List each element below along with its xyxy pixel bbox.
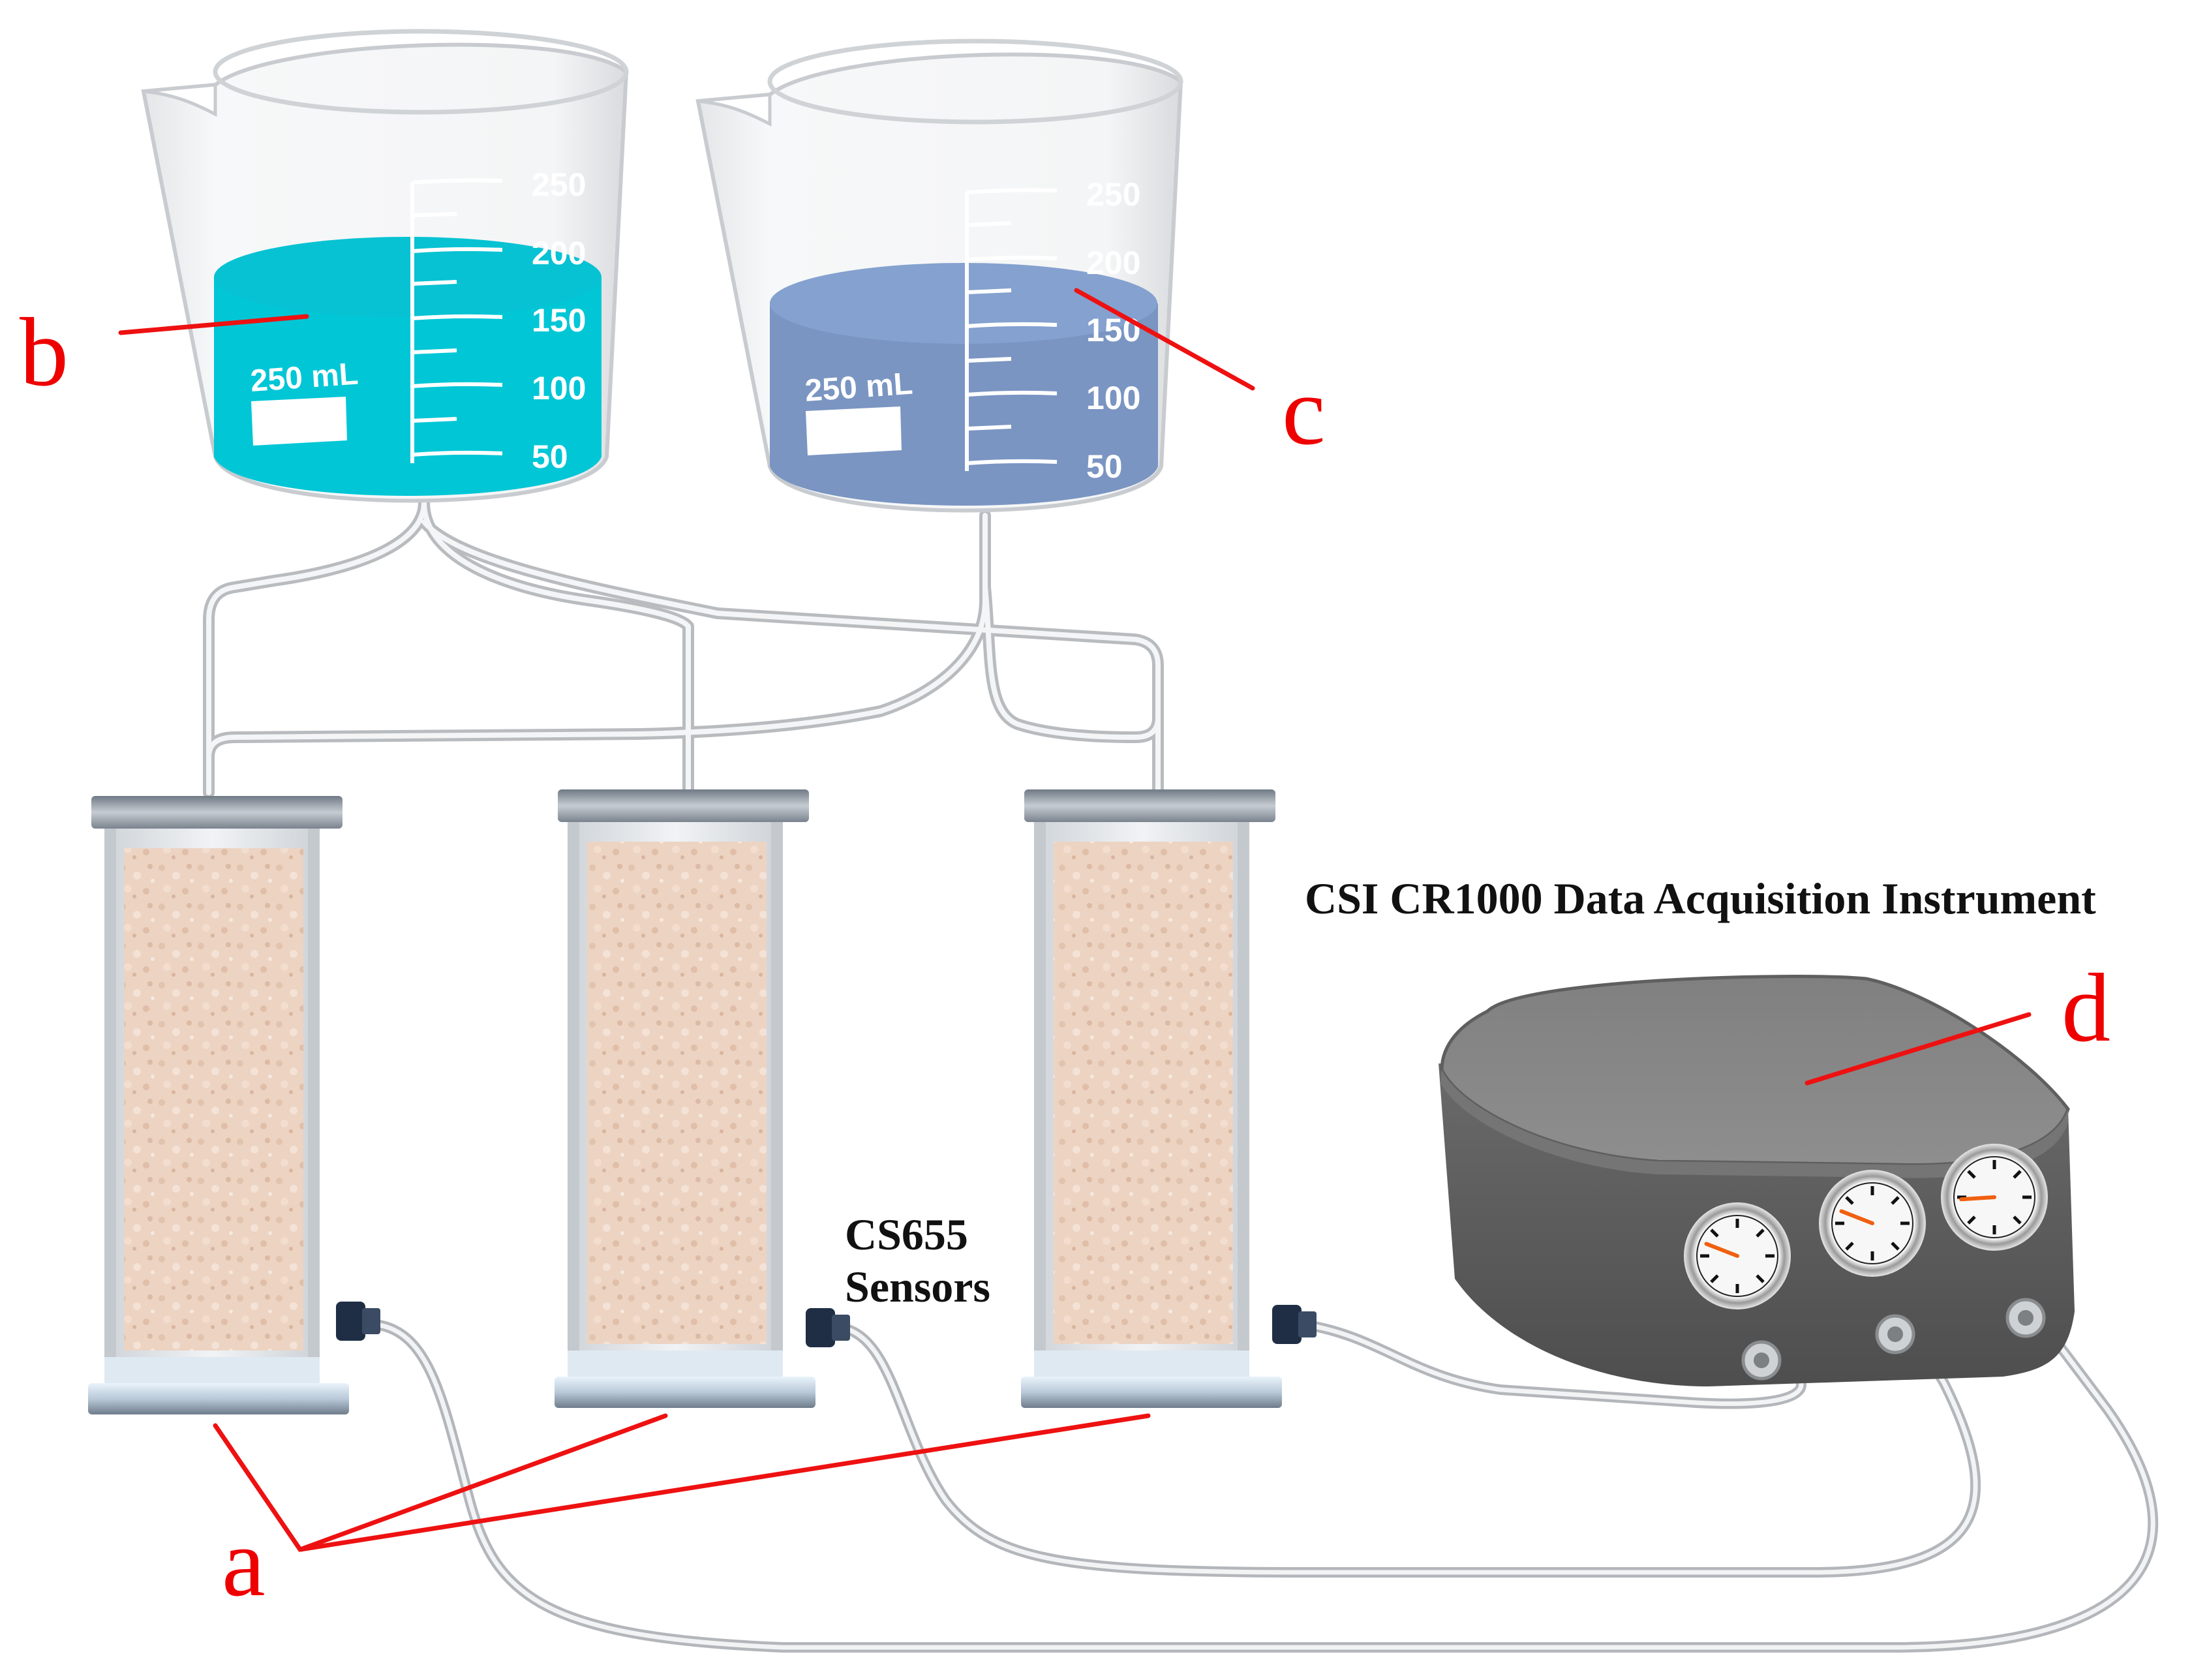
water-tubing	[203, 496, 1164, 799]
beaker-c-rim	[767, 38, 1183, 125]
beaker-c-tick-250: 250	[1086, 176, 1140, 213]
beaker-b-tick-150: 150	[532, 302, 586, 339]
sensor-connector-3	[1272, 1305, 1317, 1344]
logger-port-2	[1875, 1314, 1915, 1354]
beaker-c-label-patch	[806, 406, 902, 455]
beaker-b: 250 200 150 100 50 250 mL	[141, 29, 629, 503]
sensor-connector-2	[806, 1308, 850, 1347]
logger-port-3	[2005, 1298, 2046, 1338]
sensor-label-line2: Sensors	[845, 1262, 990, 1311]
soil-column-3	[1021, 789, 1317, 1408]
beaker-c-tick-150: 150	[1086, 312, 1140, 348]
logger-port-1	[1741, 1340, 1782, 1381]
callout-line-a3	[297, 1413, 1151, 1552]
beaker-b-volume-label: 250 mL	[249, 357, 359, 399]
soil-column-1	[88, 796, 380, 1414]
beaker-c-liquid-surface	[770, 263, 1157, 344]
gauge-1	[1684, 1202, 1791, 1309]
beaker-b-tick-50: 50	[532, 438, 568, 475]
beaker-b-spout	[143, 83, 217, 117]
gauge-2	[1819, 1170, 1926, 1277]
callout-line-a2	[297, 1413, 668, 1552]
callout-c: c	[1282, 357, 1326, 465]
callout-lines	[118, 288, 2032, 1552]
data-logger-box	[1439, 975, 2075, 1386]
callout-b: b	[20, 298, 69, 406]
beaker-c: 250 200 150 100 50 250 mL	[695, 38, 1183, 513]
beaker-c-volume-label: 250 mL	[804, 367, 914, 408]
beaker-c-liquid	[770, 303, 1158, 506]
sensor-connector-1	[336, 1302, 380, 1341]
sensor-cables	[370, 1309, 2159, 1653]
soil-column-2	[555, 789, 850, 1408]
beaker-c-scale	[965, 188, 1058, 471]
callout-line-b	[118, 314, 309, 335]
callout-d: d	[2062, 954, 2110, 1062]
callout-line-d	[1805, 1012, 2032, 1086]
beaker-c-tick-100: 100	[1086, 380, 1140, 416]
instrument-title: CSI CR1000 Data Acquisition Instrument	[1305, 874, 2096, 923]
beaker-b-rim	[213, 29, 629, 115]
beaker-b-liquid-surface	[214, 237, 602, 318]
callout-a: a	[222, 1508, 266, 1617]
beaker-b-label-patch	[251, 397, 347, 446]
beaker-c-spout	[697, 93, 772, 127]
beaker-b-tick-200: 200	[532, 235, 586, 271]
callout-line-a1	[213, 1423, 303, 1552]
beaker-b-tick-250: 250	[532, 166, 586, 203]
beaker-b-scale	[410, 178, 503, 463]
gauge-3	[1941, 1144, 2048, 1251]
beaker-c-tick-200: 200	[1086, 245, 1140, 281]
beaker-c-tick-50: 50	[1086, 448, 1123, 485]
beaker-b-tick-100: 100	[532, 370, 586, 406]
sensor-label-line1: CS655	[845, 1210, 968, 1259]
callout-line-c	[1074, 288, 1255, 391]
